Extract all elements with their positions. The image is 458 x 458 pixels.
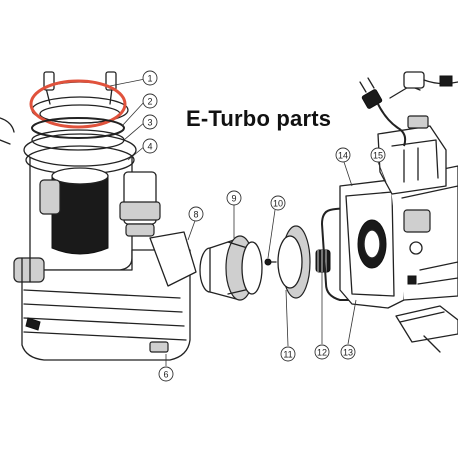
callout-label: 1	[147, 74, 152, 84]
callout-4: 4	[142, 138, 158, 154]
impeller	[264, 225, 311, 299]
motor-assembly	[339, 115, 458, 309]
callout-label: 14	[338, 151, 348, 161]
callout-label: 15	[373, 151, 383, 161]
motor-base-bracket	[395, 305, 458, 353]
callout-9: 9	[226, 190, 242, 206]
highlight-ellipse	[29, 79, 127, 129]
callout-10: 10	[270, 195, 286, 211]
pump-housing	[13, 133, 197, 361]
callout-label: 13	[343, 348, 353, 358]
seal-plate	[199, 235, 263, 301]
callout-14: 14	[335, 147, 351, 163]
callout-label: 8	[193, 210, 198, 220]
power-cord	[359, 71, 458, 147]
callout-label: 11	[283, 350, 292, 360]
callout-8: 8	[188, 206, 204, 222]
callout-6: 6	[158, 366, 174, 382]
callout-label: 6	[163, 370, 168, 380]
callout-label: 10	[273, 199, 283, 209]
callout-2: 2	[142, 93, 158, 109]
left-fragment	[0, 117, 41, 331]
callout-label: 9	[231, 194, 236, 204]
callout-label: 12	[317, 348, 327, 358]
callout-1: 1	[142, 70, 158, 86]
callout-12: 12	[314, 344, 330, 360]
callout-11: 11	[280, 346, 296, 362]
diagram-title: E-Turbo parts	[186, 106, 332, 131]
callout-15: 15	[370, 147, 386, 163]
callout-13: 13	[340, 344, 356, 360]
callout-label: 2	[147, 97, 152, 107]
callout-3: 3	[142, 114, 158, 130]
callout-label: 3	[147, 118, 152, 128]
leader-lines	[109, 78, 387, 366]
callout-label: 4	[147, 142, 152, 152]
